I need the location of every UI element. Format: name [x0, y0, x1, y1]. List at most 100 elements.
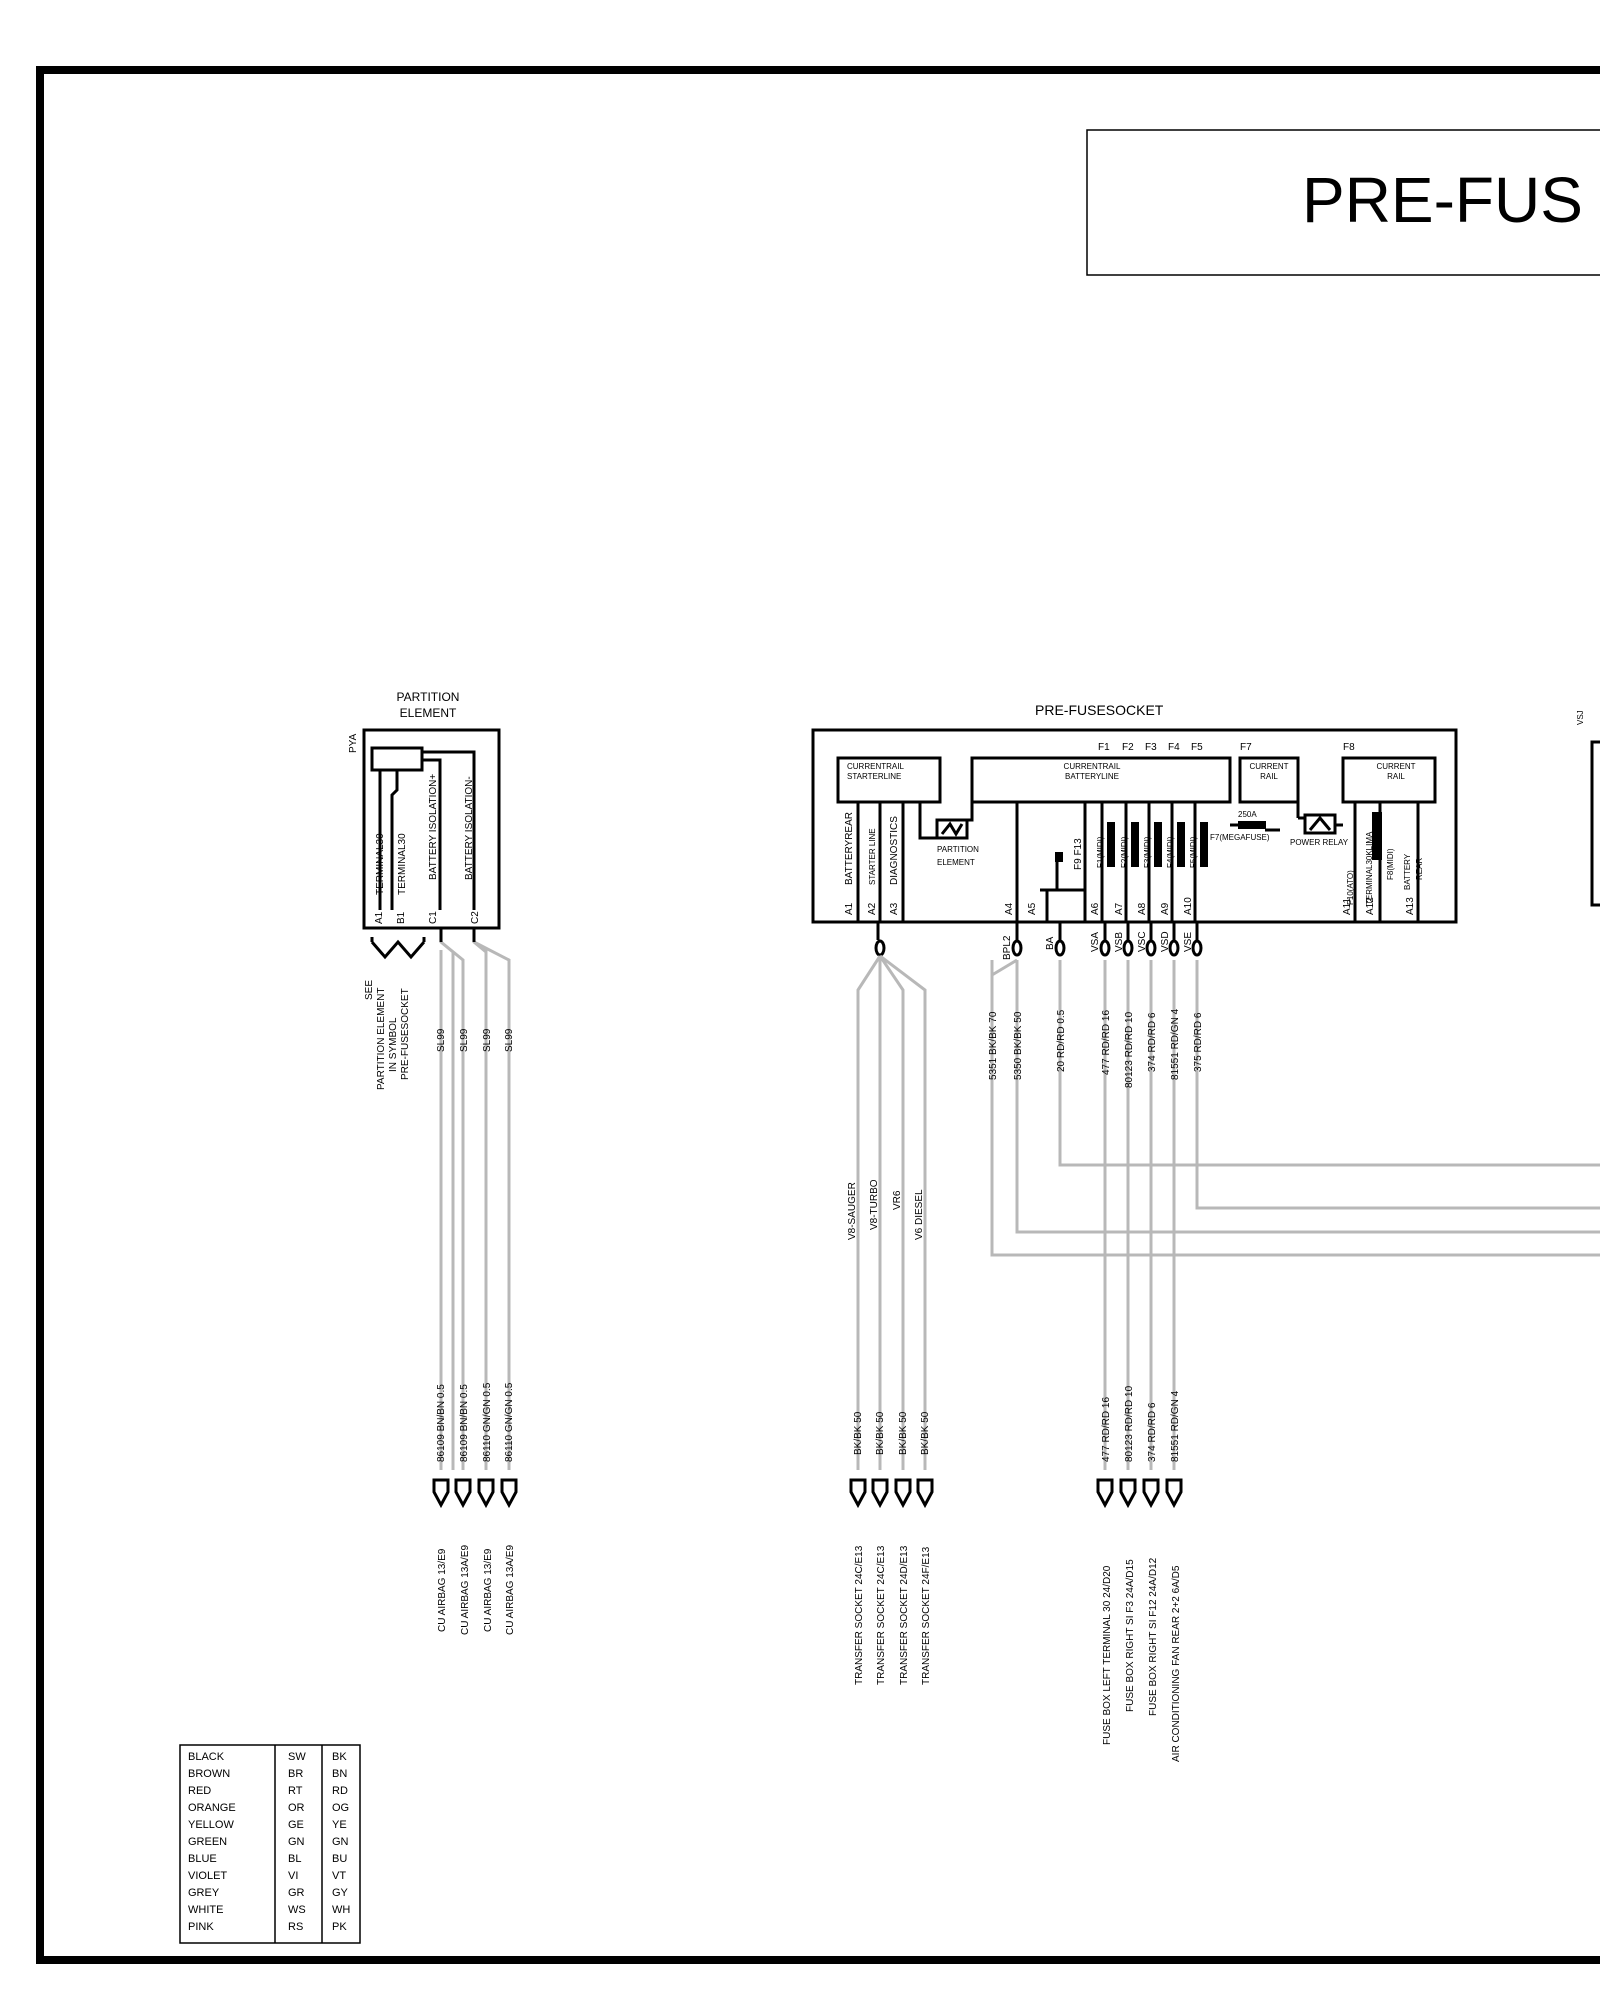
- legend-code-en: WH: [332, 1904, 350, 1916]
- fusebox-dest-3: FUSE BOX RIGHT SI F12 24A/D12: [1148, 1557, 1159, 1716]
- partition-wire-mid-2: SL99: [459, 1028, 470, 1052]
- out-code-vsd: VSD: [1160, 931, 1171, 952]
- pin-a9: A9: [1160, 902, 1171, 915]
- megafuse-label: F7(MEGAFUSE): [1210, 833, 1270, 842]
- socket-partition-label-1: PARTITION: [937, 845, 979, 854]
- wire-5351: [990, 960, 1600, 1257]
- legend-code-de: VI: [288, 1870, 298, 1882]
- fuse-top-f7: F7: [1240, 742, 1252, 753]
- legend-code-de: BL: [288, 1853, 301, 1865]
- engine-vr6: VR6: [892, 1190, 903, 1210]
- see-note-2: PARTITION ELEMENT: [376, 988, 387, 1090]
- fuse-top-f8: F8: [1343, 742, 1355, 753]
- rail-current-f7: [1238, 756, 1300, 804]
- partition-brace-ends: [370, 937, 426, 942]
- pin-a4: A4: [1004, 902, 1015, 915]
- out-code-ba: BA: [1045, 936, 1056, 950]
- partition-wire-mid-3: SL99: [482, 1028, 493, 1052]
- color-legend-dividers: [274, 1745, 323, 1943]
- partition-internal-3: BATTERY ISOLATION+: [428, 774, 439, 880]
- legend-code-de: GE: [288, 1819, 304, 1831]
- pin-a6: A6: [1090, 902, 1101, 915]
- legend-code-en: YE: [332, 1819, 347, 1831]
- partition-connectors: [432, 1478, 518, 1509]
- rail-starterline-1: CURRENTRAIL: [847, 762, 904, 771]
- out-code-vsb: VSB: [1114, 932, 1125, 952]
- out-wire-374: 374 RD/RD 6: [1147, 1012, 1158, 1072]
- legend-color-name: ORANGE: [188, 1802, 236, 1814]
- starter-dest-1: TRANSFER SOCKET 24C/E13: [854, 1545, 865, 1685]
- partition-fuse-symbol: [370, 746, 424, 772]
- out-code-vsc: VSC: [1137, 931, 1148, 952]
- partition-wire-stubs: [439, 928, 476, 942]
- legend-code-en: OG: [332, 1802, 349, 1814]
- starter-wire-1: BK/BK 50: [853, 1411, 864, 1455]
- legend-code-en: RD: [332, 1785, 348, 1797]
- out-wire-5351: 5351 BK/BK 70: [988, 1011, 999, 1080]
- rail-current-f8-2: RAIL: [1387, 772, 1405, 781]
- pin-a5: A5: [1027, 902, 1038, 915]
- pin-a12: A12: [1365, 897, 1376, 915]
- legend-color-name: YELLOW: [188, 1819, 234, 1831]
- wire-5350: [1015, 960, 1600, 1234]
- left-internal-1: BATTERYREAR: [844, 812, 855, 885]
- legend-color-name: WHITE: [188, 1904, 223, 1916]
- legend-code-de: RT: [288, 1785, 303, 1797]
- socket-header: PRE-FUSESOCKET: [1035, 702, 1164, 718]
- right-internal-1: F10(ATO): [1346, 870, 1355, 905]
- partition-dest-4: CU AIRBAG 13A/E9: [505, 1545, 516, 1635]
- wire-bpl2-split: [991, 958, 1018, 977]
- pin-a11: A11: [1342, 898, 1353, 915]
- socket-partition-zigzag: [940, 821, 964, 837]
- page-title: PRE-FUS: [1302, 164, 1583, 236]
- out-code-bpl2: BPL2: [1002, 935, 1013, 960]
- partition-internal-lines: [378, 750, 476, 910]
- legend-code-en: GN: [332, 1836, 349, 1848]
- power-relay-lines: [1298, 815, 1343, 831]
- vsj-label: VSJ: [1576, 710, 1585, 725]
- wire-375: [1195, 960, 1600, 1210]
- pin-a8: A8: [1137, 902, 1148, 915]
- pin-a2: A2: [867, 902, 878, 915]
- rail-current-f8-1: CURRENT: [1376, 762, 1415, 771]
- rail-starterline-2: STARTERLINE: [847, 772, 901, 781]
- legend-code-en: BN: [332, 1768, 347, 1780]
- fusebox-wire-1: 477 RD/RD 16: [1101, 1397, 1112, 1462]
- partition-dest-2: CU AIRBAG 13A/E9: [460, 1545, 471, 1635]
- fuse-f4-label: F4(MIDI): [1166, 836, 1175, 868]
- partition-code: PYA: [348, 733, 359, 753]
- see-note-3: IN SYMBOL: [388, 1017, 399, 1072]
- see-note-4: PRE-FUSESOCKET: [400, 988, 411, 1080]
- out-wire-20: 20 RD/RD 0.5: [1056, 1009, 1067, 1072]
- partition-wire-mid-1: SL99: [436, 1028, 447, 1052]
- rail-current-f7-1: CURRENT: [1249, 762, 1288, 771]
- starter-wires: [856, 954, 927, 1470]
- starter-dest-2: TRANSFER SOCKET 24C/E13: [876, 1545, 887, 1685]
- out-code-vsa: VSA: [1090, 932, 1101, 952]
- legend-code-de: OR: [288, 1802, 305, 1814]
- pin-a7: A7: [1114, 902, 1125, 915]
- power-relay-label: POWER RELAY: [1290, 838, 1349, 847]
- legend-code-de: SW: [288, 1751, 306, 1763]
- fusebox-wire-3: 374 RD/RD 6: [1147, 1402, 1158, 1462]
- legend-color-name: RED: [188, 1785, 211, 1797]
- wire-20: [1058, 960, 1600, 1167]
- legend-code-en: VT: [332, 1870, 346, 1882]
- legend-code-en: BK: [332, 1751, 347, 1763]
- legend-color-name: BLACK: [188, 1751, 225, 1763]
- rail-batteryline-1: CURRENTRAIL: [1064, 762, 1121, 771]
- legend-color-name: GREY: [188, 1887, 220, 1899]
- engine-v6-diesel: V6 DIESEL: [914, 1189, 925, 1240]
- starter-connectors: [849, 1478, 934, 1509]
- socket-partition-label-2: ELEMENT: [937, 858, 975, 867]
- partition-pin-c1: C1: [428, 911, 439, 924]
- megafuse-amp: 250A: [1238, 810, 1257, 819]
- right-internal-2: TERMINAL30KLIMA: [1365, 831, 1374, 905]
- socket-partition-symbol: [935, 818, 969, 840]
- pin-a1: A1: [844, 902, 855, 915]
- partition-dest-1: CU AIRBAG 13/E9: [437, 1548, 448, 1632]
- partition-brace-icon: [370, 939, 426, 960]
- pin-a13: A13: [1405, 897, 1416, 915]
- fuse-f5-label: F5(MIDI): [1189, 836, 1198, 868]
- partition-wire-low-4: 86110 GN/GN 0.5: [504, 1382, 515, 1462]
